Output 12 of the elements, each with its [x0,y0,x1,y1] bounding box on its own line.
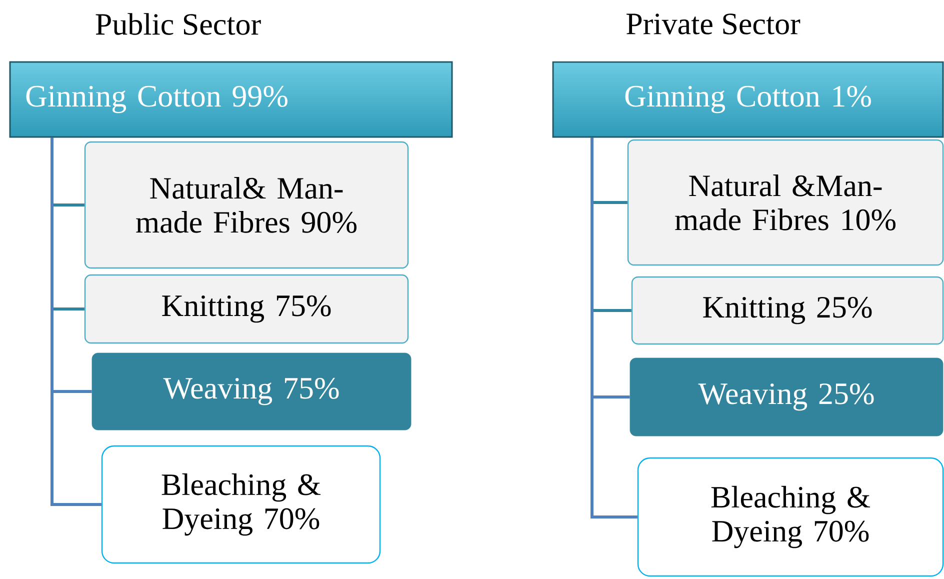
header-box: Ginning Cotton 1% [552,61,944,138]
process-box: Bleaching & Dyeing 70% [101,445,381,564]
process-box: Bleaching & Dyeing 70% [637,457,944,577]
process-box: Weaving 25% [630,358,944,436]
process-box: Natural &Man-made Fibres 10% [627,139,944,266]
header-box: Ginning Cotton 99% [9,61,453,138]
connector-line [50,138,102,506]
process-box: Natural& Man-made Fibres 90% [84,141,409,269]
process-box: Knitting 25% [631,276,944,345]
connector-line [590,138,638,518]
process-box: Weaving 75% [92,352,412,430]
process-box: Knitting 75% [84,274,409,344]
